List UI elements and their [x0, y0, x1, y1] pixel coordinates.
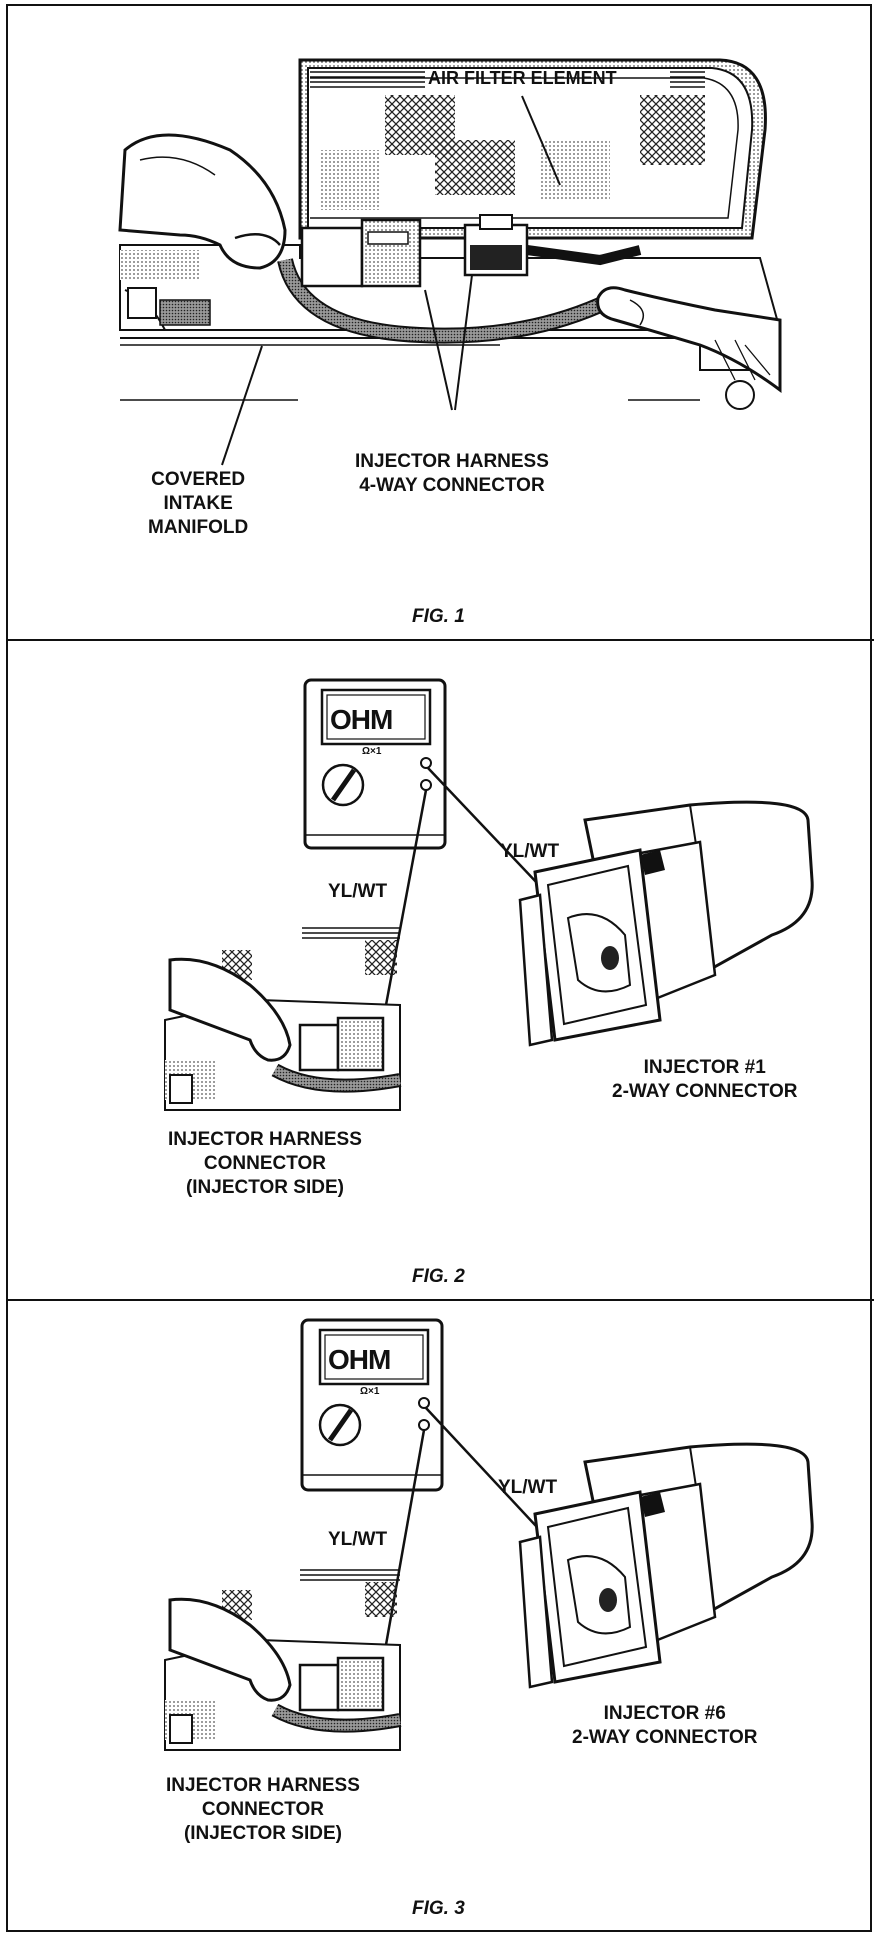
- covered-intake-manifold-label: COVERED INTAKE MANIFOLD: [148, 469, 249, 538]
- air-filter-label: AIR FILTER ELEMENT: [428, 68, 617, 88]
- harness-leader-2: [454, 274, 473, 411]
- fig1-4way-connector: [300, 214, 642, 288]
- fig3-meter-range: Ω×1: [360, 1386, 380, 1397]
- fig1-illustration: [118, 58, 782, 466]
- injector-1-connector-label: INJECTOR #1 2-WAY CONNECTOR: [612, 1057, 798, 1102]
- fig3-meter-display: OHM: [328, 1344, 391, 1375]
- fig1-caption: FIG. 1: [412, 606, 465, 627]
- injector-6-connector-label: INJECTOR #6 2-WAY CONNECTOR: [572, 1703, 758, 1748]
- fig3-wire-label-right: YL/WT: [498, 1477, 558, 1498]
- outer-frame: [6, 4, 872, 1932]
- fig2-meter-range: Ω×1: [362, 746, 382, 757]
- manifold-leader: [221, 345, 263, 466]
- panel-divider-1: [6, 639, 874, 641]
- fig2-wire-label-right: YL/WT: [500, 841, 560, 862]
- fig3-harness-connector-label: INJECTOR HARNESS CONNECTOR (INJECTOR SID…: [166, 1775, 360, 1844]
- fig2-caption: FIG. 2: [412, 1266, 465, 1287]
- panel-divider-2: [6, 1299, 874, 1301]
- fig3-wire-label-left: YL/WT: [328, 1529, 388, 1550]
- hand-left: [118, 133, 287, 270]
- air-filter-leader: [521, 95, 561, 186]
- hand-right: [596, 286, 782, 393]
- fig2-meter-display: OHM: [330, 704, 393, 735]
- fig2-wire-label-left: YL/WT: [328, 881, 388, 902]
- harness-leader-1: [424, 289, 453, 411]
- label-stripes: [310, 71, 705, 88]
- fig3-caption: FIG. 3: [412, 1898, 465, 1919]
- air-filter-housing: [298, 58, 767, 240]
- fig2-harness-connector-label: INJECTOR HARNESS CONNECTOR (INJECTOR SID…: [168, 1129, 362, 1198]
- injector-harness-4way-label: INJECTOR HARNESS 4-WAY CONNECTOR: [355, 451, 549, 496]
